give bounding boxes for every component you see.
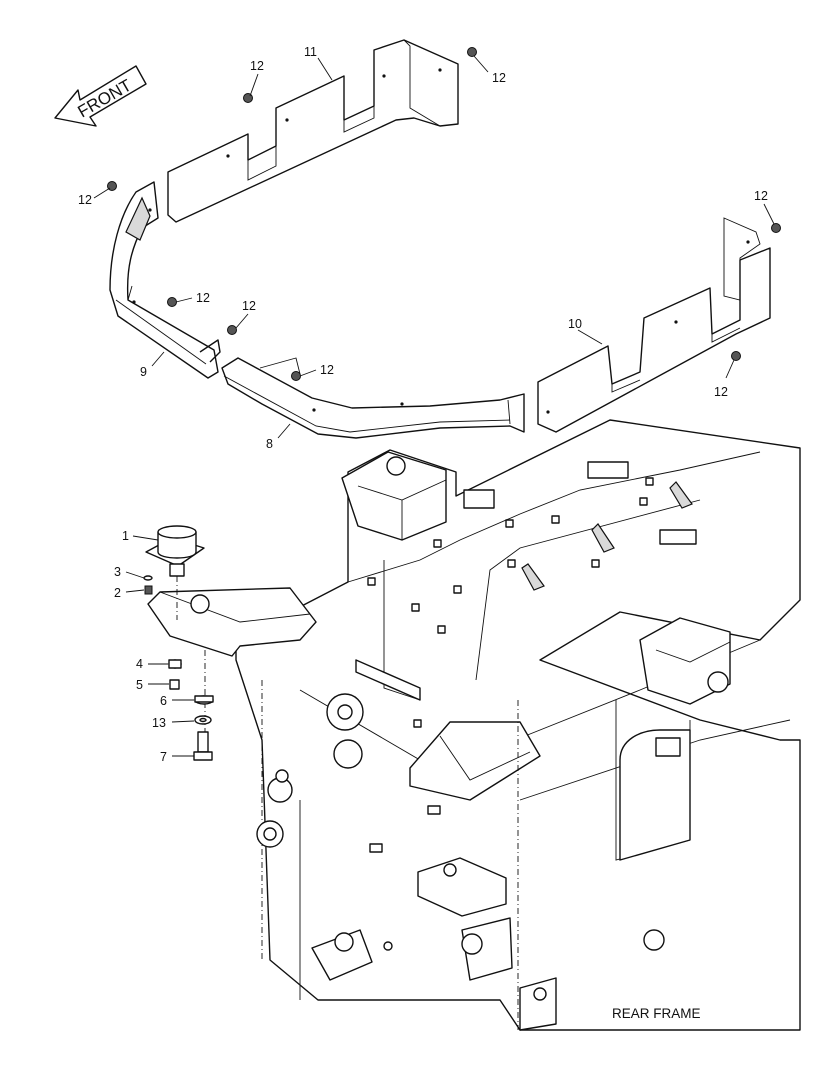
callout-2: 2 xyxy=(114,586,121,600)
part-8-front-cover xyxy=(221,357,525,439)
callout-3: 3 xyxy=(114,565,121,579)
callout-12-e: 12 xyxy=(242,299,256,313)
callout-12-h: 12 xyxy=(714,385,728,399)
callout-11: 11 xyxy=(304,45,317,59)
leader-lines xyxy=(93,55,775,757)
callout-12-d: 12 xyxy=(196,291,210,305)
callout-12-b: 12 xyxy=(492,71,506,85)
part-9-side-cover xyxy=(109,181,221,379)
callout-13: 13 xyxy=(152,716,166,730)
callout-12-f: 12 xyxy=(320,363,334,377)
rear-frame-caption: REAR FRAME xyxy=(612,1006,701,1021)
callout-1: 1 xyxy=(122,529,129,543)
part-10-cover xyxy=(537,217,771,433)
callout-8: 8 xyxy=(266,437,273,451)
callout-9: 9 xyxy=(140,365,147,379)
part-11-cover xyxy=(167,39,459,223)
callout-labels: 12 12 11 12 12 12 12 9 8 10 12 12 1 3 2 … xyxy=(78,45,768,764)
mount-assembly xyxy=(143,525,214,761)
callout-12-c: 12 xyxy=(78,193,92,207)
callout-10: 10 xyxy=(568,317,582,331)
callout-5: 5 xyxy=(136,678,143,692)
callout-6: 6 xyxy=(160,694,167,708)
callout-12-g: 12 xyxy=(754,189,768,203)
callout-12-a: 12 xyxy=(250,59,264,73)
front-arrow: FRONT xyxy=(54,65,147,127)
callout-4: 4 xyxy=(136,657,143,671)
callout-7: 7 xyxy=(160,750,167,764)
rear-frame xyxy=(147,419,801,1031)
